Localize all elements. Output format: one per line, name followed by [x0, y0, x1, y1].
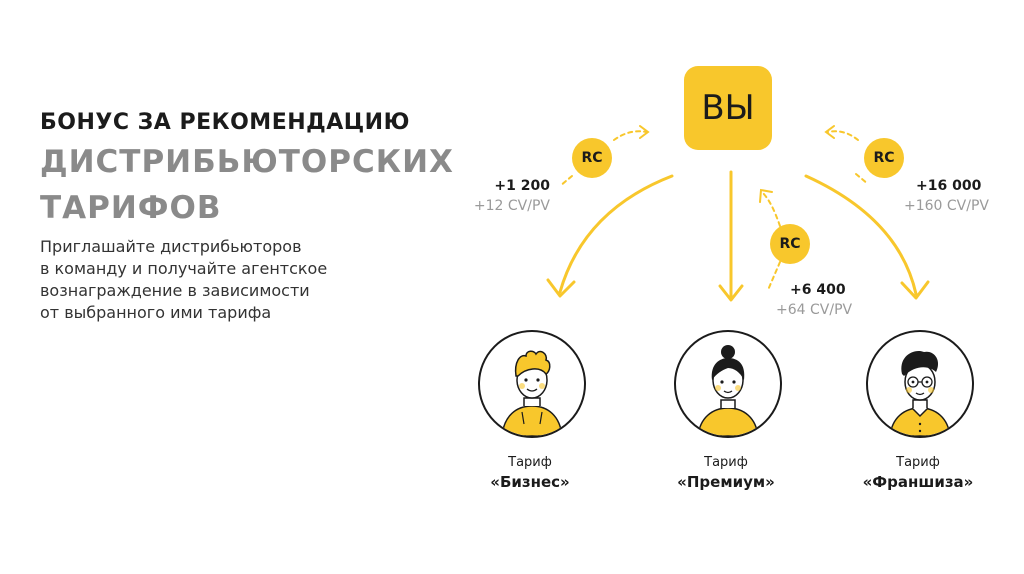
dashed-arrow-icon	[560, 176, 572, 186]
dashed-arrow-icon	[762, 192, 780, 226]
tariff-word: Тариф	[838, 454, 998, 472]
tariff-premium: Тариф «Премиум»	[646, 454, 806, 492]
bonus-cv: +12 CV/PV	[470, 196, 550, 216]
arrow-down-icon	[806, 176, 916, 294]
bonus-cv: +160 CV/PV	[904, 196, 1014, 216]
person-franchise-avatar	[866, 330, 974, 438]
bonus-business: +1 200 +12 CV/PV	[470, 176, 550, 216]
you-box: ВЫ	[684, 66, 772, 150]
arrow-down-icon	[560, 176, 672, 292]
bonus-amount: +1 200	[470, 176, 550, 196]
dashed-arrow-icon	[614, 131, 646, 140]
rc-badge-premium: RC	[770, 224, 810, 264]
tariff-business: Тариф «Бизнес»	[450, 454, 610, 492]
person-business-avatar	[478, 330, 586, 438]
person-premium-avatar	[674, 330, 782, 438]
tariff-name: «Премиум»	[646, 472, 806, 492]
tariff-name: «Бизнес»	[450, 472, 610, 492]
bonus-premium: +6 400 +64 CV/PV	[776, 280, 886, 320]
dashed-arrow-icon	[856, 174, 868, 184]
bonus-amount: +16 000	[904, 176, 1014, 196]
tariff-word: Тариф	[646, 454, 806, 472]
rc-badge-franchise: RC	[864, 138, 904, 178]
rc-badge-business: RC	[572, 138, 612, 178]
bonus-franchise: +16 000 +160 CV/PV	[904, 176, 1014, 216]
tariff-franchise: Тариф «Франшиза»	[838, 454, 998, 492]
bonus-amount: +6 400	[776, 280, 886, 300]
bonus-cv: +64 CV/PV	[776, 300, 886, 320]
tariff-name: «Франшиза»	[838, 472, 998, 492]
tariff-word: Тариф	[450, 454, 610, 472]
